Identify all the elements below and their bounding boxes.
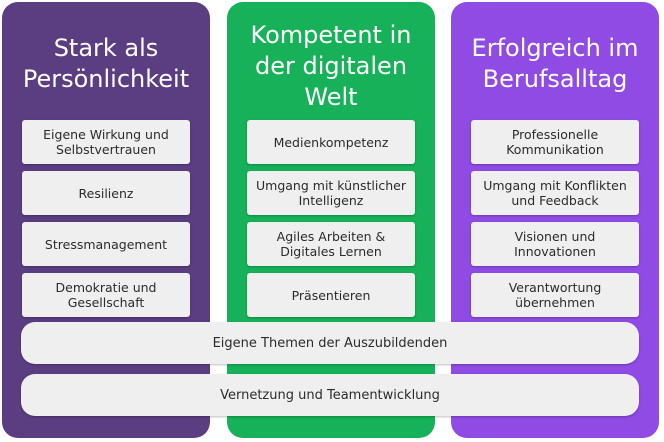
topic-card-kuenstliche-intelligenz: Umgang mit künstlicher Intelligenz	[247, 171, 415, 215]
column-erfolgreich-berufsalltag: Erfolgreich im Berufsalltag Professionel…	[451, 2, 659, 438]
topic-card-praesentieren: Präsentieren	[247, 273, 415, 317]
column-title: Stark als Persönlichkeit	[22, 34, 190, 93]
topic-card-stressmanagement: Stressmanagement	[22, 222, 190, 266]
band-vernetzung: Vernetzung und Teamentwicklung	[21, 374, 639, 416]
column-stark-als-persoenlichkeit: Stark als Persönlichkeit Eigene Wirkung …	[2, 2, 210, 438]
band-eigene-themen: Eigene Themen der Auszubildenden	[21, 322, 639, 364]
topic-card-visionen: Visionen und Innovationen	[471, 222, 639, 266]
column-title: Kompetent in der digitalen Welt	[250, 21, 412, 111]
topic-card-medienkompetenz: Medienkompetenz	[247, 120, 415, 164]
topic-card-verantwortung: Verantwortung übernehmen	[471, 273, 639, 317]
topic-card-eigene-wirkung: Eigene Wirkung und Selbstvertrauen	[22, 120, 190, 164]
topic-card-konflikte-feedback: Umgang mit Konflikten und Feedback	[471, 171, 639, 215]
topic-card-kommunikation: Professionelle Kommunikation	[471, 120, 639, 164]
topic-card-demokratie: Demokratie und Gesellschaft	[22, 273, 190, 317]
topic-card-resilienz: Resilienz	[22, 171, 190, 215]
column-title: Erfolgreich im Berufsalltag	[471, 34, 639, 93]
column-kompetent-digitale-welt: Kompetent in der digitalen Welt Medienko…	[227, 2, 435, 438]
topic-card-agiles-arbeiten: Agiles Arbeiten & Digitales Lernen	[247, 222, 415, 266]
